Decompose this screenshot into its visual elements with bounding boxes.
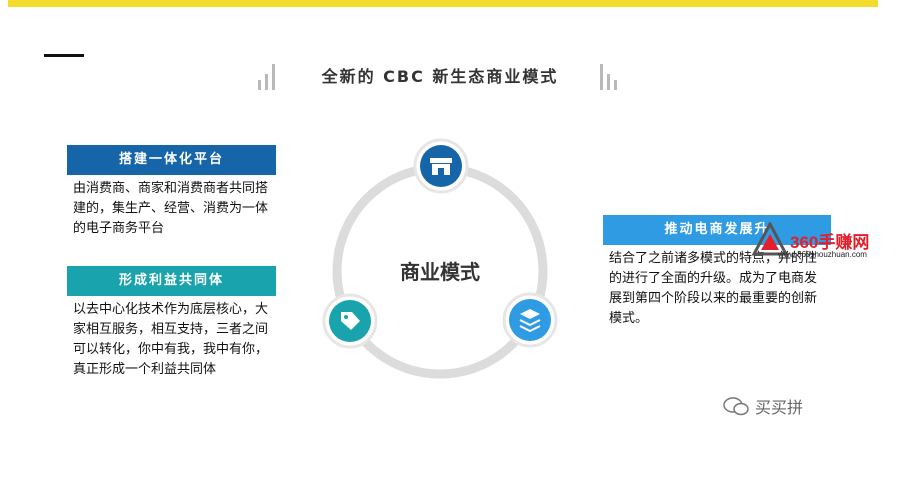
wechat-account: 买买拼 <box>723 394 803 418</box>
card-heading: 推动电商发展升 <box>603 215 831 245</box>
card-text: 结合了之前诸多模式的特点，并的性的进行了全面的升级。成为了电商发展到第四个阶段以… <box>609 251 818 326</box>
page-title: 全新的 CBC 新生态商业模式 <box>321 67 559 86</box>
header-dash <box>44 54 84 57</box>
watermark-url: www.360shouzhuan.com <box>778 250 867 259</box>
card-heading: 形成利益共同体 <box>67 266 276 296</box>
top-accent-bar <box>8 0 878 7</box>
card-platform: 搭建一体化平台 由消费商、商家和消费商者共同搭建的，集生产、经营、消费为一体的电… <box>67 145 276 243</box>
tag-icon <box>322 293 378 349</box>
wechat-account-name: 买买拼 <box>755 398 804 417</box>
card-heading: 搭建一体化平台 <box>67 145 276 175</box>
watermark-brand: 360手赚网 <box>790 233 870 252</box>
card-ecommerce: 推动电商发展升 结合了之前诸多模式的特点，并的性的进行了全面的升级。成为了电商发… <box>603 215 831 333</box>
layers-icon <box>502 292 558 348</box>
store-icon <box>413 138 469 194</box>
card-community: 形成利益共同体 以去中心化技术作为底层核心，大家相互服务，相互支持，三者之间可以… <box>67 266 276 384</box>
card-text: 由消费商、商家和消费商者共同搭建的，集生产、经营、消费为一体的电子商务平台 <box>73 181 269 236</box>
watermark-triangle-icon <box>752 222 788 256</box>
wechat-icon <box>723 397 749 416</box>
bars-decoration-left <box>258 64 275 90</box>
center-label: 商业模式 <box>400 260 480 284</box>
watermark-logo: 360手赚网 www.360shouzhuan.com <box>752 220 892 270</box>
card-text: 以去中心化技术作为底层核心，大家相互服务，相互支持，三者之间可以转化，你中有我，… <box>73 302 269 377</box>
bars-decoration-right <box>600 64 617 90</box>
